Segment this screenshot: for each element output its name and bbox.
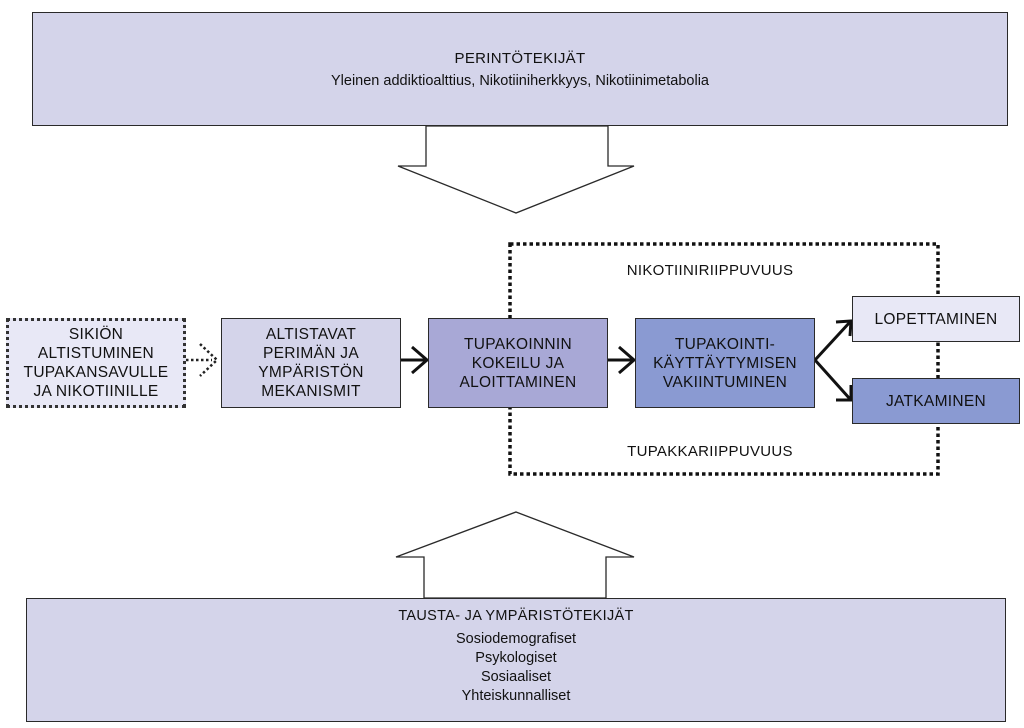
- initiation-box: TUPAKOINNIN KOKEILU JA ALOITTAMINEN: [428, 318, 608, 408]
- mechanisms-box: ALTISTAVAT PERIMÄN JA YMPÄRISTÖN MEKANIS…: [221, 318, 401, 408]
- fetal-exposure-box: SIKIÖN ALTISTUMINEN TUPAKANSAVULLE JA NI…: [6, 318, 186, 408]
- up-block-arrow: [395, 511, 635, 599]
- quitting-box: LOPETTAMINEN: [852, 296, 1020, 342]
- arrow-head-1: [411, 345, 430, 375]
- initiation-line: TUPAKOINNIN: [463, 335, 573, 353]
- establishment-line: KÄYTTÄYTYMISEN: [653, 354, 797, 372]
- initiation-line: KOKEILU JA: [471, 354, 565, 372]
- dependence-region: [508, 242, 940, 476]
- arrow-head-continue: [836, 385, 853, 402]
- nicotine-dependence-label: NIKOTIINIRIIPPUVUUS: [626, 262, 794, 279]
- mechanisms-line: YMPÄRISTÖN: [258, 364, 364, 381]
- fetal-line: JA NIKOTIINILLE: [33, 383, 159, 400]
- fetal-line: ALTISTUMINEN: [37, 345, 155, 362]
- mechanisms-line: PERIMÄN JA: [262, 345, 359, 362]
- arrow-head-2: [618, 345, 637, 375]
- genetic-factors-box: PERINTÖTEKIJÄT Yleinen addiktioalttius, …: [32, 12, 1008, 126]
- mechanisms-line: MEKANISMIT: [261, 383, 361, 400]
- background-factor-item: Yhteiskunnalliset: [461, 688, 571, 704]
- fetal-line: TUPAKANSAVULLE: [23, 364, 169, 381]
- establishment-box: TUPAKOINTI- KÄYTTÄYTYMISEN VAKIINTUMINEN: [635, 318, 815, 408]
- continuing-box: JATKAMINEN: [852, 378, 1020, 424]
- background-factor-item: Psykologiset: [475, 650, 557, 666]
- background-factors-box: TAUSTA- JA YMPÄRISTÖTEKIJÄT Sosiodemogra…: [26, 598, 1006, 722]
- mechanisms-line: ALTISTAVAT: [265, 326, 357, 343]
- background-factor-item: Sosiaaliset: [480, 669, 552, 685]
- down-block-arrow: [397, 125, 635, 214]
- background-factor-item: Sosiodemografiset: [455, 631, 577, 647]
- initiation-line: ALOITTAMINEN: [459, 373, 577, 391]
- genetic-factors-subtitle: Yleinen addiktioalttius, Nikotiiniherkky…: [331, 72, 709, 89]
- genetic-factors-title: PERINTÖTEKIJÄT: [454, 49, 586, 67]
- arrow-head-quit: [835, 319, 853, 337]
- continuing-label: JATKAMINEN: [885, 392, 987, 410]
- background-factors-title: TAUSTA- JA YMPÄRISTÖTEKIJÄT: [398, 608, 634, 624]
- establishment-line: TUPAKOINTI-: [674, 335, 776, 353]
- establishment-line: VAKIINTUMINEN: [662, 373, 788, 391]
- tobacco-dependence-label: TUPAKKARIIPPUVUUS: [627, 443, 793, 460]
- arrow-to-quitting: [813, 320, 852, 362]
- quitting-label: LOPETTAMINEN: [874, 310, 998, 328]
- fetal-line: SIKIÖN: [68, 326, 124, 343]
- arrow-to-continuing: [813, 358, 852, 401]
